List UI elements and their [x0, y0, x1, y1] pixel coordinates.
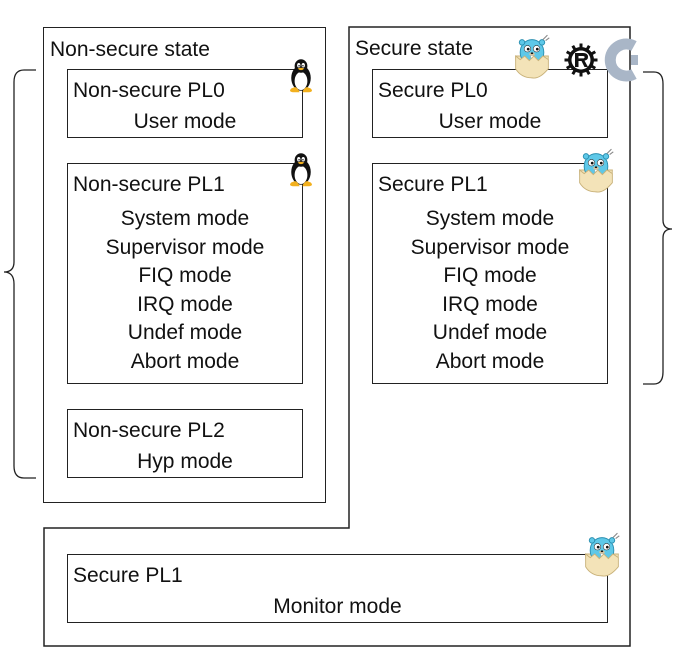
right-brace [643, 71, 673, 385]
secure-pl0-modes: User mode [373, 108, 607, 137]
nonsecure-pl1-box: Non-secure PL1 System mode Supervisor mo… [67, 163, 303, 384]
mode-label: Monitor mode [273, 595, 402, 618]
nonsecure-pl0-box: Non-secure PL0 User mode [67, 69, 303, 138]
mode-label: User mode [133, 110, 237, 133]
nonsecure-state-label: Non-secure state [50, 38, 210, 61]
secure-pl1-title: Secure PL1 [378, 173, 488, 196]
secure-monitor-title: Secure PL1 [73, 564, 183, 587]
go-gopher-icon [512, 32, 552, 80]
mode-label: FIQ mode [443, 264, 537, 288]
mode-label: Undef mode [432, 321, 548, 345]
secure-pl0-box: Secure PL0 User mode [372, 69, 608, 138]
tux-penguin-icon [286, 56, 316, 94]
nonsecure-pl2-box: Non-secure PL2 Hyp mode [67, 409, 303, 478]
c-language-logo-icon [604, 38, 638, 82]
mode-label: Supervisor mode [410, 235, 570, 259]
mode-label: Undef mode [127, 321, 243, 345]
secure-pl1-modes: System mode Supervisor mode FIQ mode IRQ… [373, 205, 607, 377]
nonsecure-pl1-title: Non-secure PL1 [73, 173, 225, 196]
nonsecure-pl0-modes: User mode [68, 108, 302, 137]
mode-label: Hyp mode [137, 450, 233, 473]
go-gopher-icon [576, 146, 616, 194]
mode-label: System mode [425, 207, 555, 230]
go-gopher-icon [582, 530, 622, 578]
mode-label: System mode [120, 207, 250, 230]
left-brace [3, 69, 36, 479]
nonsecure-pl0-title: Non-secure PL0 [73, 79, 225, 102]
rust-logo-icon [564, 43, 598, 77]
mode-label: FIQ mode [138, 264, 232, 288]
secure-monitor-box: Secure PL1 Monitor mode [67, 554, 608, 623]
mode-label: Supervisor mode [105, 235, 265, 259]
mode-label: Abort mode [130, 349, 240, 373]
mode-label: IRQ mode [137, 292, 233, 316]
nonsecure-state-container: Non-secure state [43, 27, 326, 503]
tux-penguin-icon [286, 150, 316, 188]
mode-label: Abort mode [435, 349, 545, 373]
secure-pl0-title: Secure PL0 [378, 79, 488, 102]
mode-label: User mode [438, 110, 542, 133]
nonsecure-pl2-modes: Hyp mode [68, 448, 302, 477]
secure-pl1-box: Secure PL1 System mode Supervisor mode F… [372, 163, 608, 384]
secure-state-label: Secure state [355, 37, 473, 60]
secure-monitor-modes: Monitor mode [68, 593, 607, 622]
mode-label: IRQ mode [442, 292, 538, 316]
nonsecure-pl1-modes: System mode Supervisor mode FIQ mode IRQ… [68, 205, 302, 377]
nonsecure-pl2-title: Non-secure PL2 [73, 419, 225, 442]
